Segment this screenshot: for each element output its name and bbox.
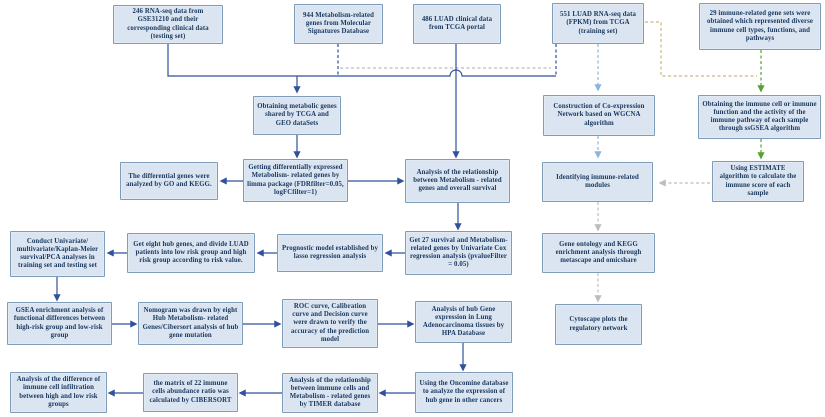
flow-node-cibersort-matrix: the matrix of 22 immune cells abundance …	[143, 373, 238, 412]
flow-node-metabolism-genes-msigdb: 944 Metabolism-related genes from Molecu…	[294, 4, 383, 44]
flow-node-eight-hub-genes-risk-groups: Get eight hub genes, and divide LUAD pat…	[127, 233, 255, 273]
flow-node-label: Prognostic model established by lasso re…	[281, 244, 379, 260]
flow-edge-gse31210-data-to-shared-metabolic-genes	[167, 44, 556, 92]
flow-node-tcga-clinical: 486 LUAD clinical data from TCGA portal	[413, 4, 501, 44]
flow-node-label: Analysis of hub Gene expression in Lung …	[422, 305, 505, 338]
flow-node-label: Analysis of the relationship between imm…	[289, 376, 371, 409]
flow-node-metascape-omicshare-enrichment: Gene ontology and KEGG enrichment analys…	[542, 233, 655, 273]
flow-node-label: Conduct Univariate/ multivariate/Kaplan-…	[16, 237, 99, 270]
flow-node-label: the matrix of 22 immune cells abundance …	[149, 380, 232, 404]
flow-node-label: Construction of Co-expression Network ba…	[553, 103, 645, 127]
flow-node-label: Nomogram was drawn by eight Hub Metaboli…	[142, 307, 239, 339]
flow-node-nomogram-cibersort: Nomogram was drawn by eight Hub Metaboli…	[138, 302, 243, 345]
flow-node-go-kegg-analysis: The differential genes were analyzed by …	[120, 162, 218, 200]
flow-node-label: 551 LUAD RNA-seq data (FPKM) from TCGA (…	[560, 11, 636, 35]
flow-node-tcga-rnaseq-training: 551 LUAD RNA-seq data (FPKM) from TCGA (…	[552, 3, 644, 44]
flow-node-immune-gene-sets-29: 29 immune-related gene sets were obtaine…	[699, 3, 821, 50]
flow-node-survival-pca-analyses: Conduct Univariate/ multivariate/Kaplan-…	[10, 231, 105, 277]
flow-node-label: Gene ontology and KEGG enrichment analys…	[555, 240, 642, 264]
flow-node-label: Get 27 survival and Metabolism- related …	[409, 236, 508, 269]
flow-node-shared-metabolic-genes: Obtaining metabolic genes shared by TCGA…	[253, 96, 341, 135]
flow-node-wgcna-network: Construction of Co-expression Network ba…	[543, 95, 655, 136]
flow-node-label: GSEA enrichment analysis of functional d…	[13, 307, 106, 339]
flow-node-roc-calibration-decision: ROC curve, Calibration curve and Decisio…	[282, 299, 378, 348]
flow-node-label: Getting differentially expressed Metabol…	[247, 164, 344, 196]
flow-node-label: Identifying immune-related modules	[556, 173, 639, 189]
flow-node-cytoscape-network: Cytoscape plots the regulatory network	[555, 304, 642, 345]
flow-node-label: 246 RNA-seq data from GSE31210 and their…	[127, 8, 209, 40]
flow-node-label: Obtaining the immune cell or immune func…	[702, 100, 817, 133]
flow-node-label: The differential genes were analyzed by …	[126, 172, 212, 188]
flow-node-lasso-prognostic-model: Prognostic model established by lasso re…	[277, 234, 383, 272]
flow-node-gsea-enrichment: GSEA enrichment analysis of functional d…	[7, 302, 112, 345]
flow-node-label: Analysis of the difference of immune cel…	[16, 376, 101, 408]
flow-edge-tcga-rnaseq-training-to-ssgsea-immune-activity	[645, 21, 757, 77]
flow-node-label: Using the Oncomine database to analyze t…	[419, 380, 509, 404]
flow-node-deg-limma: Getting differentially expressed Metabol…	[243, 159, 348, 202]
flow-node-univariate-cox-27-genes: Get 27 survival and Metabolism- related …	[405, 231, 512, 275]
flow-node-label: ROC curve, Calibration curve and Decisio…	[290, 303, 370, 343]
flow-node-survival-association-analysis: Analysis of the relationship between Met…	[405, 159, 510, 203]
flow-node-hpa-expression: Analysis of hub Gene expression in Lung …	[415, 301, 512, 343]
flow-node-gse31210-data: 246 RNA-seq data from GSE31210 and their…	[113, 5, 223, 44]
flow-node-label: Using ESTIMATE algorithm to calculate th…	[719, 165, 797, 197]
flow-node-timer-immune-relationship: Analysis of the relationship between imm…	[282, 373, 378, 413]
flow-node-label: Cytoscape plots the regulatory network	[569, 316, 628, 332]
flow-node-ssgsea-immune-activity: Obtaining the immune cell or immune func…	[698, 95, 821, 139]
flow-node-oncomine-other-cancers: Using the Oncomine database to analyze t…	[415, 372, 513, 413]
flow-node-immune-infiltration-difference: Analysis of the difference of immune cel…	[10, 372, 107, 413]
flow-node-label: Get eight hub genes, and divide LUAD pat…	[133, 240, 249, 264]
flow-node-label: 486 LUAD clinical data from TCGA portal	[421, 15, 493, 31]
flow-node-label: 944 Metabolism-related genes from Molecu…	[303, 11, 374, 35]
flow-node-label: 29 immune-related gene sets were obtaine…	[706, 10, 814, 42]
flow-node-label: Analysis of the relationship between Met…	[413, 168, 502, 192]
flow-node-immune-modules: Identifying immune-related modules	[542, 162, 653, 202]
flow-node-label: Obtaining metabolic genes shared by TCGA…	[257, 103, 337, 127]
flow-node-estimate-immune-score: Using ESTIMATE algorithm to calculate th…	[712, 161, 804, 202]
